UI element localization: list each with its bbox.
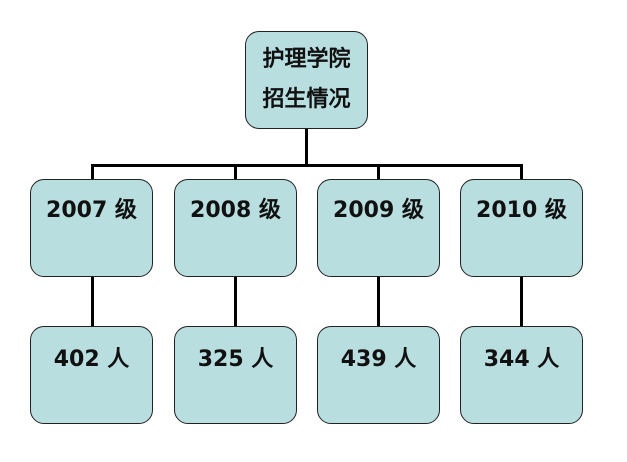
- root-connector: [305, 128, 308, 165]
- connector-count-2008: [234, 276, 237, 327]
- year-node-2008: 2008 级: [174, 179, 297, 277]
- count-node-2007: 402 人: [30, 326, 153, 424]
- year-node-2007: 2007 级: [30, 179, 153, 277]
- root-title-line2: 招生情况: [262, 87, 351, 112]
- connector-2010: [520, 164, 523, 180]
- connector-2007: [91, 164, 94, 180]
- horizontal-connector: [91, 164, 523, 167]
- count-label: 402 人: [53, 347, 130, 372]
- count-label: 325 人: [197, 347, 274, 372]
- year-label: 2010 级: [476, 198, 567, 223]
- connector-2008: [234, 164, 237, 180]
- root-node: 护理学院 招生情况: [245, 31, 368, 129]
- count-node-2008: 325 人: [174, 326, 297, 424]
- year-label: 2007 级: [46, 198, 137, 223]
- count-label: 344 人: [483, 347, 560, 372]
- year-label: 2008 级: [190, 198, 281, 223]
- connector-2009: [377, 164, 380, 180]
- connector-count-2009: [377, 276, 380, 327]
- count-label: 439 人: [340, 347, 417, 372]
- count-node-2010: 344 人: [460, 326, 583, 424]
- year-node-2009: 2009 级: [317, 179, 440, 277]
- connector-count-2007: [91, 276, 94, 327]
- root-title-line1: 护理学院: [262, 47, 351, 72]
- year-node-2010: 2010 级: [460, 179, 583, 277]
- connector-count-2010: [520, 276, 523, 327]
- year-label: 2009 级: [333, 198, 424, 223]
- count-node-2009: 439 人: [317, 326, 440, 424]
